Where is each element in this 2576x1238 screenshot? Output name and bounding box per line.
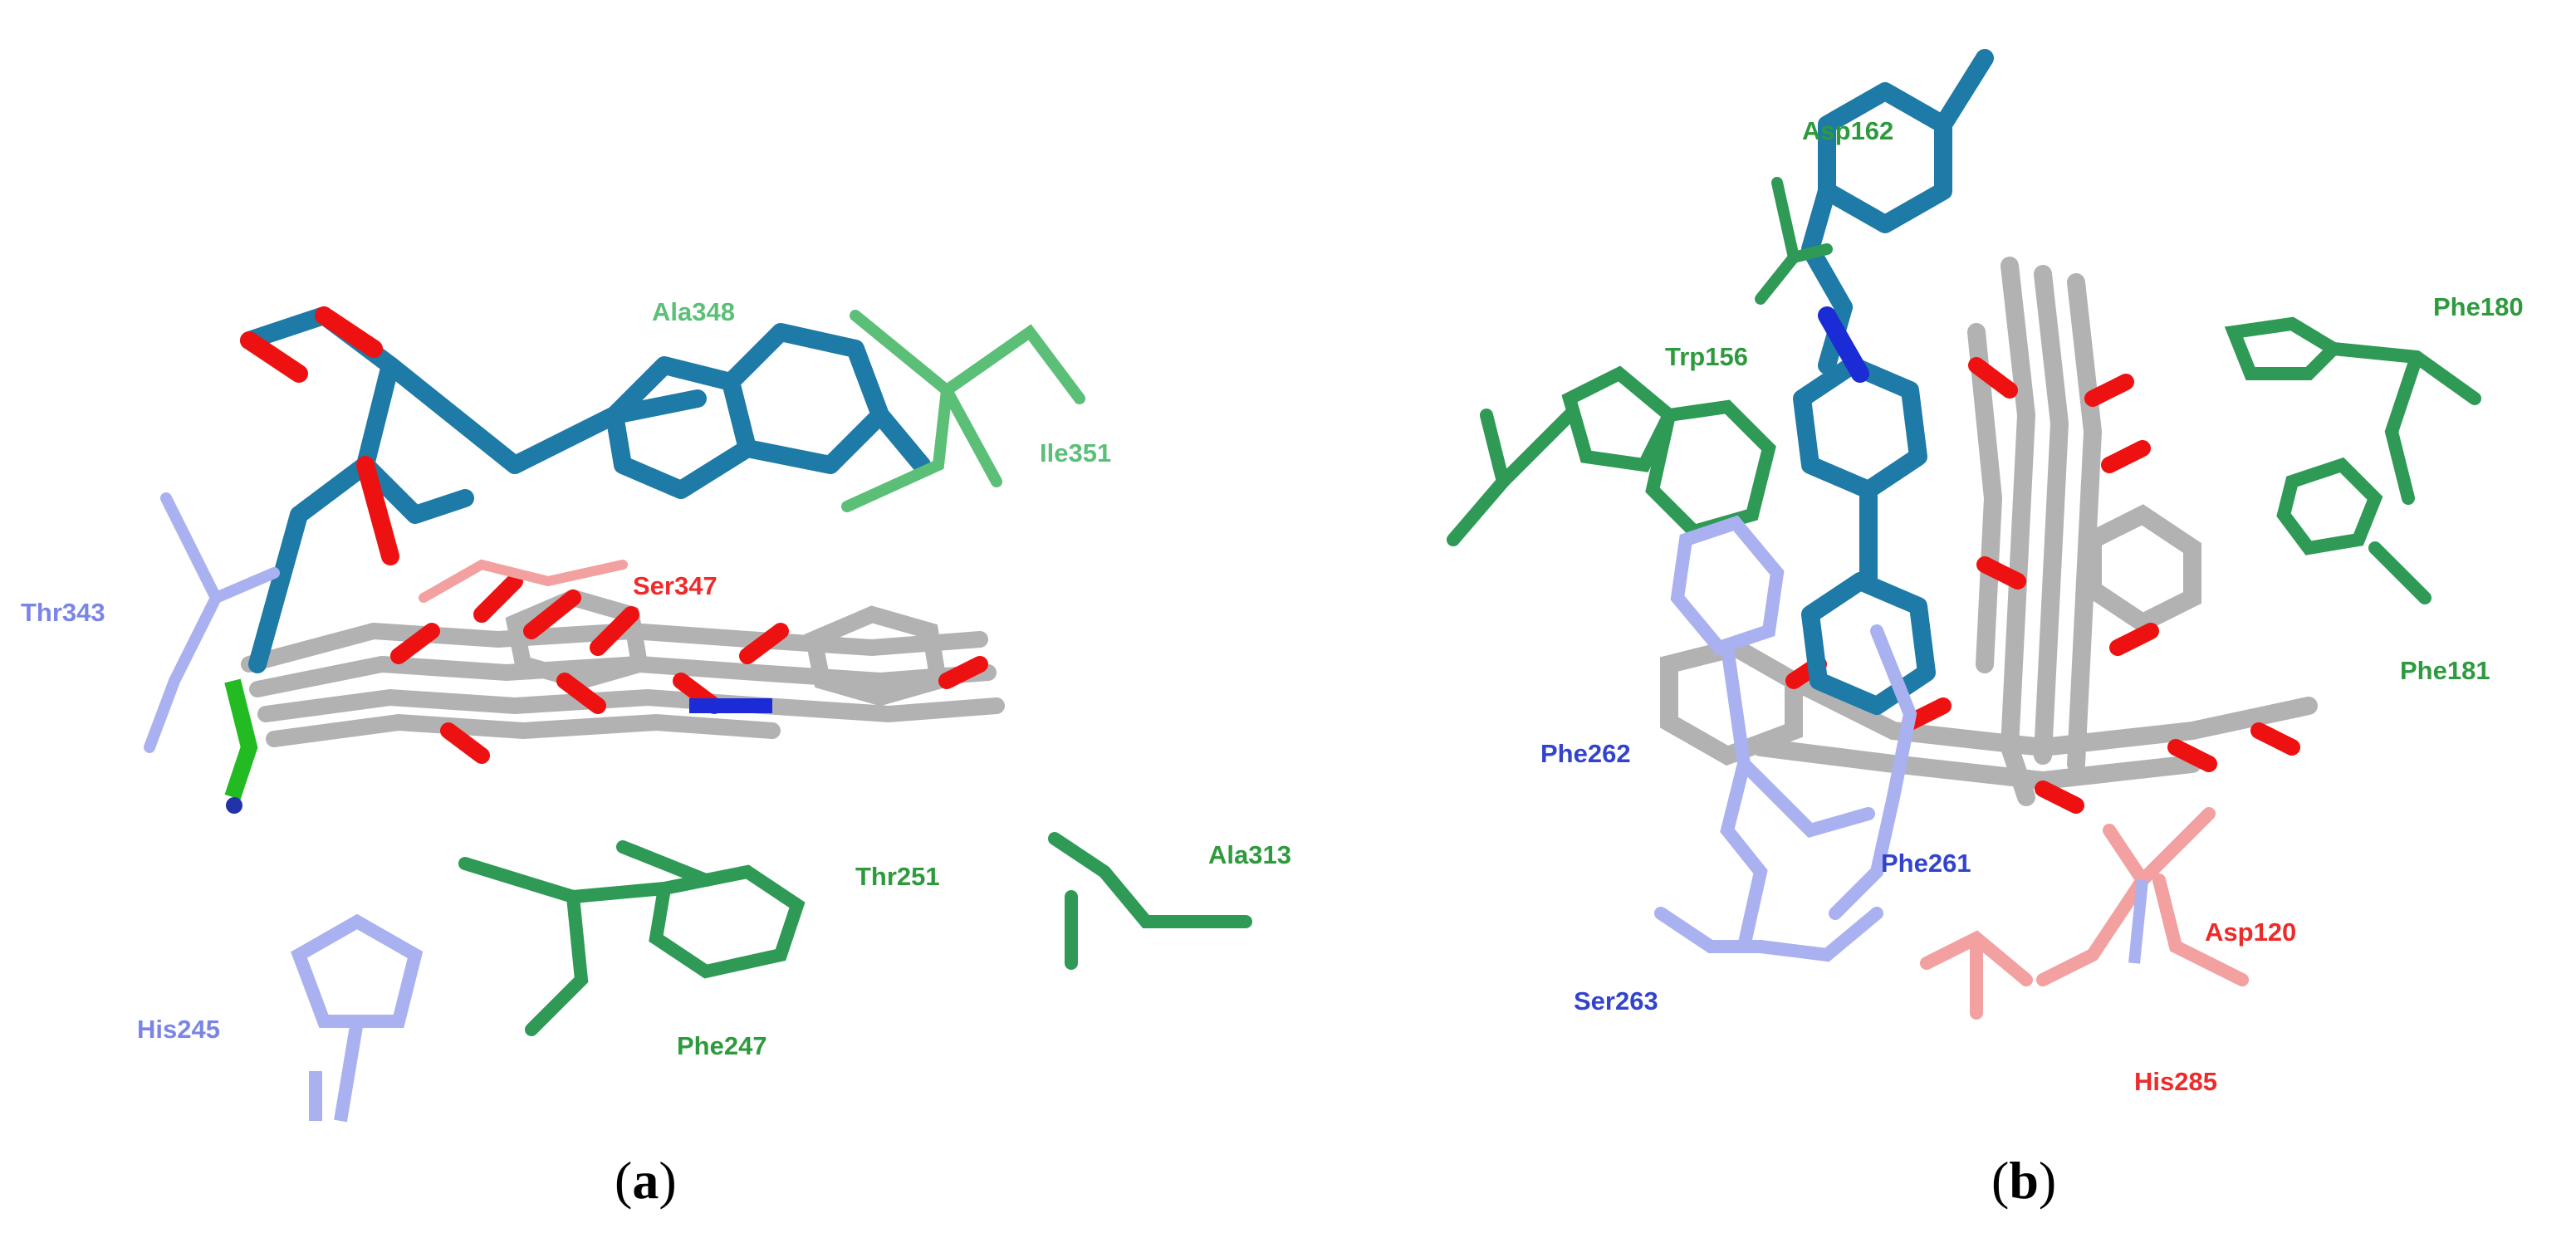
residue-asp162 (1755, 177, 1833, 305)
blue-ligand-oxygens (240, 306, 399, 565)
grey-ligand-stack (1660, 257, 2318, 806)
label-ala348: Ala348 (652, 297, 735, 326)
panel-a-molecular-render (17, 170, 1287, 1125)
blue-ligand (1793, 49, 1994, 715)
panel-b-molecular-render (1447, 49, 2481, 1020)
terminal-atom (226, 797, 242, 814)
nitrogen-bond-2 (2128, 879, 2148, 964)
label-trp156: Trp156 (1665, 342, 1748, 371)
residue-trp156 (1447, 365, 1776, 546)
panel-a: Ala348 Ile351 Thr343 Ser347 Thr251 Ala31… (0, 0, 1295, 1210)
label-ala313: Ala313 (1208, 840, 1291, 869)
label-thr251: Thr251 (855, 862, 940, 891)
label-thr343: Thr343 (21, 598, 105, 627)
label-phe247: Phe247 (677, 1031, 767, 1060)
residue-phe180 (2224, 316, 2481, 604)
residue-his285-asp120 (1920, 807, 2249, 1020)
label-his245: His245 (137, 1015, 220, 1044)
residue-his245 (291, 913, 424, 1123)
label-ser347: Ser347 (633, 571, 717, 600)
label-asp162: Asp162 (1802, 116, 1894, 145)
label-ser263: Ser263 (1574, 986, 1658, 1015)
label-phe181: Phe181 (2400, 656, 2490, 685)
label-ile351: Ile351 (1040, 438, 1112, 467)
label-phe262: Phe262 (1540, 739, 1631, 768)
residue-phe247 (458, 840, 806, 1036)
panel-b: Asp162 Phe180 Trp156 Phe181 Phe262 Phe26… (1295, 0, 2576, 1210)
caption-a-letter: a (632, 1151, 659, 1210)
residue-ile351 (841, 310, 1085, 512)
label-phe261: Phe261 (1881, 849, 1971, 878)
blue-ligand (240, 306, 931, 673)
label-asp120: Asp120 (2205, 917, 2297, 947)
caption-b-letter: b (2009, 1151, 2039, 1210)
residue-ser347 (419, 559, 628, 603)
caption-a: (a) (615, 1151, 677, 1210)
residue-ala313 (1048, 832, 1252, 970)
label-his285: His285 (2134, 1067, 2217, 1096)
residue-thr343 (144, 492, 280, 753)
nitrogen-bond (1818, 306, 1869, 383)
green-atom-bond (224, 678, 258, 800)
label-phe180: Phe180 (2433, 292, 2524, 321)
caption-b: (b) (1991, 1151, 2057, 1210)
grey-ligand-stack (241, 589, 1005, 747)
residue-phe262 (1654, 515, 1917, 962)
